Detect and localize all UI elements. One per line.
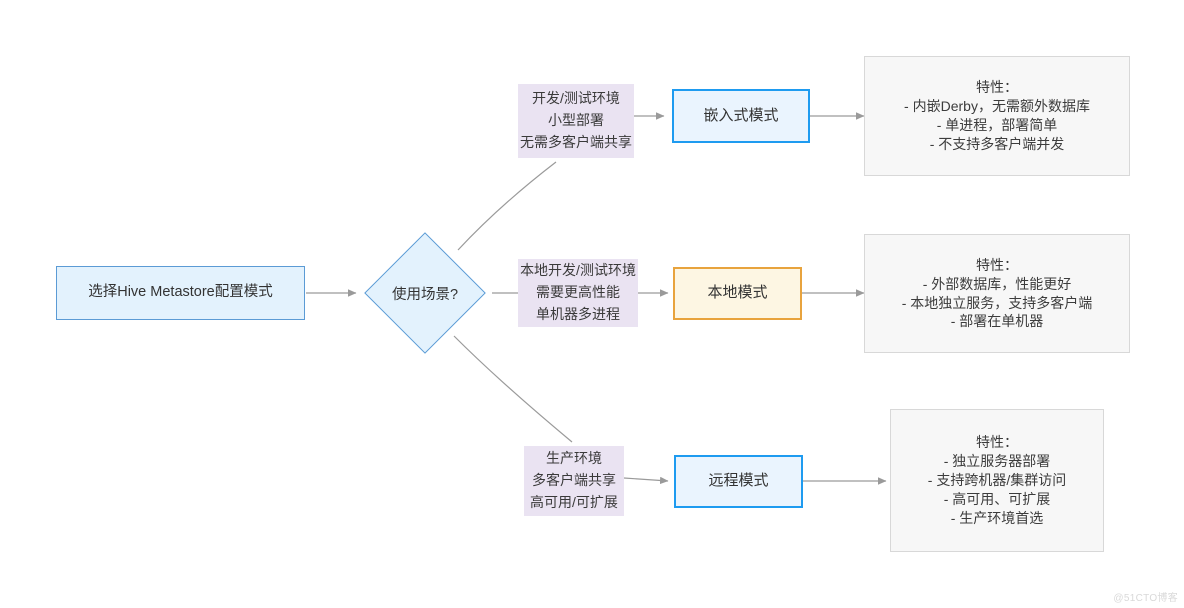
edge-label-remote-line-3: 高可用/可扩展	[530, 493, 618, 510]
detail-local-line-2: - 外部数据库，性能更好	[922, 275, 1072, 292]
edge-label-embedded-line-3: 无需多客户端共享	[520, 133, 632, 150]
detail-local-line-3: - 本地独立服务，支持多客户端	[901, 294, 1093, 311]
node-decision-label: 使用场景?	[391, 286, 459, 303]
node-mode-embedded[interactable]: 嵌入式模式	[672, 89, 810, 143]
node-detail-local: 特性： - 外部数据库，性能更好 - 本地独立服务，支持多客户端 - 部署在单机…	[864, 234, 1130, 353]
edge-label-local-line-2: 需要更高性能	[536, 284, 620, 301]
detail-remote-line-3: - 支持跨机器/集群访问	[927, 472, 1067, 489]
node-detail-embedded: 特性： - 内嵌Derby，无需额外数据库 - 单进程，部署简单 - 不支持多客…	[864, 56, 1130, 176]
edge-label-embedded-line-2: 小型部署	[548, 112, 604, 129]
detail-remote-line-4: - 高可用、可扩展	[943, 490, 1051, 507]
watermark: @51CTO博客	[1113, 593, 1178, 604]
detail-remote-line-2: - 独立服务器部署	[943, 453, 1051, 470]
node-mode-remote-label: 远程模式	[708, 472, 769, 490]
edge-label-local-line-1: 本地开发/测试环境	[520, 262, 636, 279]
detail-remote-line-1: 特性：	[976, 434, 1018, 451]
edge-label-remote: 生产环境 多客户端共享 高可用/可扩展	[524, 446, 624, 516]
node-mode-remote[interactable]: 远程模式	[674, 455, 803, 508]
detail-local-line-1: 特性：	[976, 256, 1018, 273]
edge-label-remote-line-2: 多客户端共享	[532, 472, 616, 489]
edge-remote-label-to-node	[623, 476, 669, 485]
node-start-label: 选择Hive Metastore配置模式	[88, 284, 273, 301]
detail-embedded-line-4: - 不支持多客户端并发	[929, 135, 1065, 152]
detail-embedded-line-1: 特性：	[976, 79, 1018, 96]
node-start[interactable]: 选择Hive Metastore配置模式	[56, 266, 305, 320]
detail-remote-line-5: - 生产环境首选	[950, 509, 1044, 526]
edge-decision-to-remote	[453, 335, 573, 443]
detail-embedded-line-3: - 单进程，部署简单	[936, 117, 1058, 133]
detail-local-line-4: - 部署在单机器	[950, 313, 1044, 330]
edge-decision-to-embedded	[457, 161, 557, 251]
edge-label-local: 本地开发/测试环境 需要更高性能 单机器多进程	[518, 259, 638, 327]
detail-embedded-line-2: - 内嵌Derby，无需额外数据库	[904, 98, 1090, 115]
node-mode-local[interactable]: 本地模式	[673, 267, 802, 320]
edge-label-local-line-3: 单机器多进程	[536, 305, 620, 322]
node-mode-embedded-label: 嵌入式模式	[703, 106, 779, 124]
node-mode-local-label: 本地模式	[707, 284, 768, 302]
node-detail-remote: 特性： - 独立服务器部署 - 支持跨机器/集群访问 - 高可用、可扩展 - 生…	[890, 409, 1104, 552]
edge-label-remote-line-1: 生产环境	[546, 450, 602, 467]
edge-label-embedded: 开发/测试环境 小型部署 无需多客户端共享	[518, 84, 634, 158]
node-decision[interactable]: 使用场景?	[364, 232, 486, 354]
edge-label-embedded-line-1: 开发/测试环境	[532, 90, 620, 107]
